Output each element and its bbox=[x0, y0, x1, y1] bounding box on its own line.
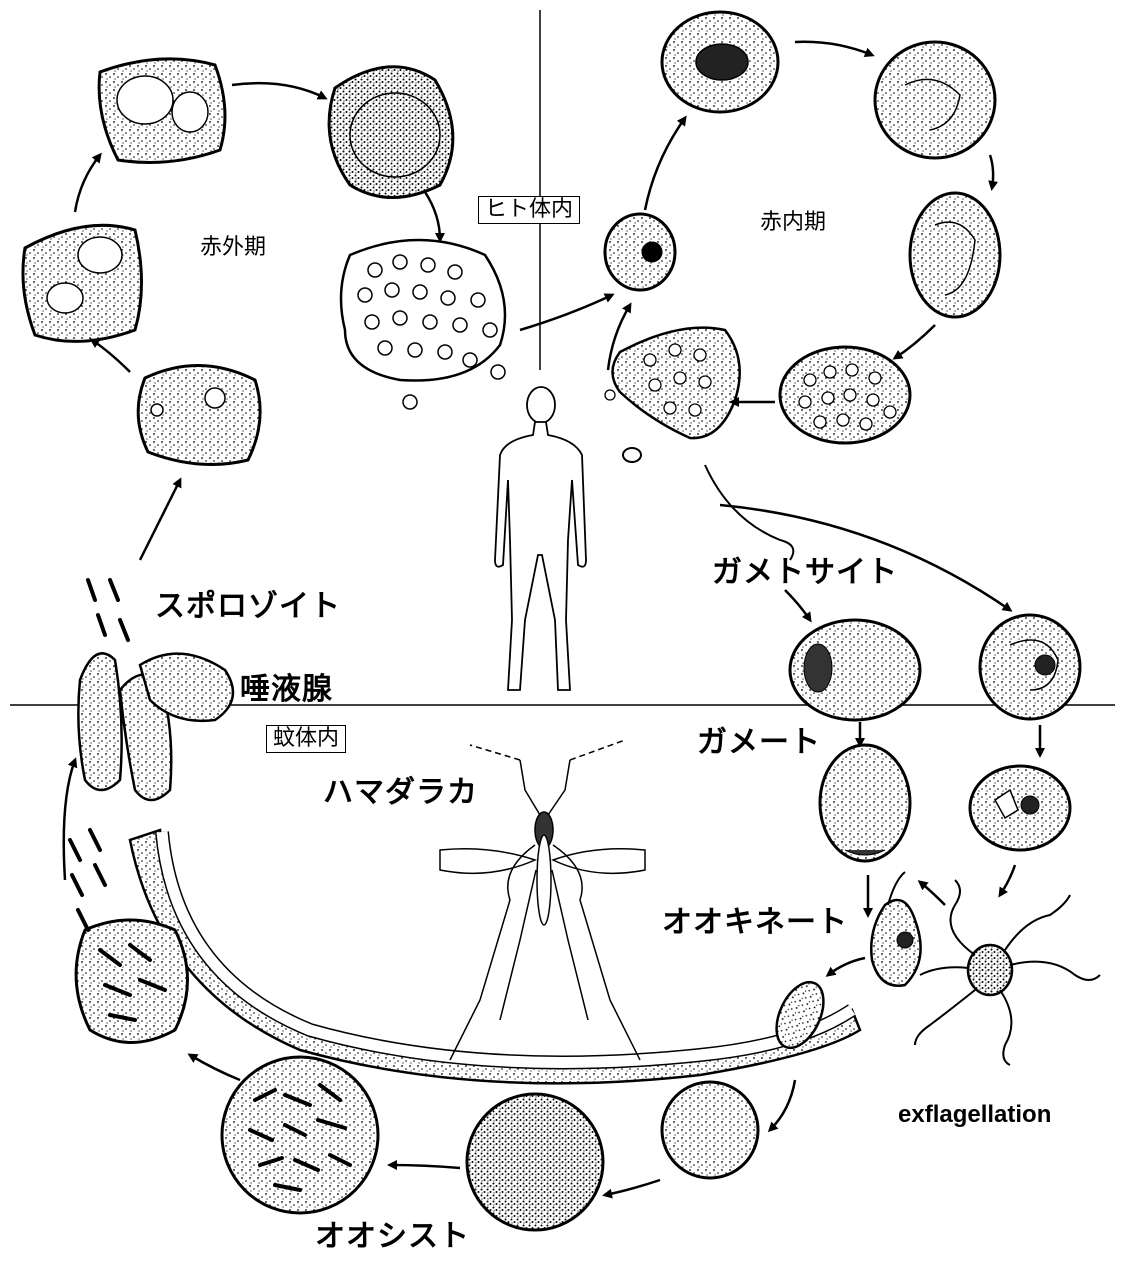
salivary-gland-label: 唾液腺 bbox=[240, 675, 333, 705]
liver-cell-1 bbox=[138, 365, 260, 464]
rbc-trophozoite-1 bbox=[662, 12, 778, 112]
liver-stage-label: 赤外期 bbox=[200, 237, 266, 259]
exflagellation-figure bbox=[915, 880, 1100, 1065]
macrogametocyte bbox=[790, 620, 920, 720]
liver-cell-3 bbox=[99, 59, 225, 163]
gamete-label: ガメート bbox=[697, 728, 821, 758]
oocyst-young bbox=[662, 1082, 758, 1178]
mosquito-body-label: 蚊体内 bbox=[266, 725, 346, 753]
gametocyte-label: ガメトサイト bbox=[712, 558, 898, 588]
oocyst-sporozoites bbox=[222, 1057, 378, 1213]
rbc-trophozoite-3 bbox=[910, 193, 1000, 317]
blood-stage-label: 赤内期 bbox=[760, 212, 826, 234]
merozoite-release bbox=[341, 240, 505, 409]
human-figure bbox=[495, 387, 586, 690]
oocyst-mature bbox=[467, 1094, 603, 1230]
anopheles-label: ハマダラカ bbox=[323, 778, 478, 808]
oocyst-label: オオシスト bbox=[315, 1222, 470, 1252]
rbc-schizont bbox=[780, 347, 910, 443]
liver-cell-2 bbox=[23, 225, 142, 341]
rbc-trophozoite-2 bbox=[875, 42, 995, 158]
microgamete-cell bbox=[970, 766, 1070, 850]
macrogamete bbox=[820, 745, 910, 861]
human-body-label: ヒト体内 bbox=[478, 196, 580, 224]
ring-stage bbox=[605, 214, 675, 290]
rbc-rupture bbox=[605, 328, 740, 438]
ookinete-cell bbox=[871, 872, 920, 986]
liver-schizont bbox=[329, 67, 453, 198]
sporozoite-label: スポロゾイト bbox=[155, 592, 341, 622]
ookinete-label: オオキネート bbox=[662, 908, 848, 938]
salivary-gland bbox=[78, 653, 233, 800]
exflagellation-label: exflagellation bbox=[898, 1103, 1051, 1127]
oocyst-bursting bbox=[76, 920, 187, 1043]
microgametocyte bbox=[980, 615, 1080, 719]
